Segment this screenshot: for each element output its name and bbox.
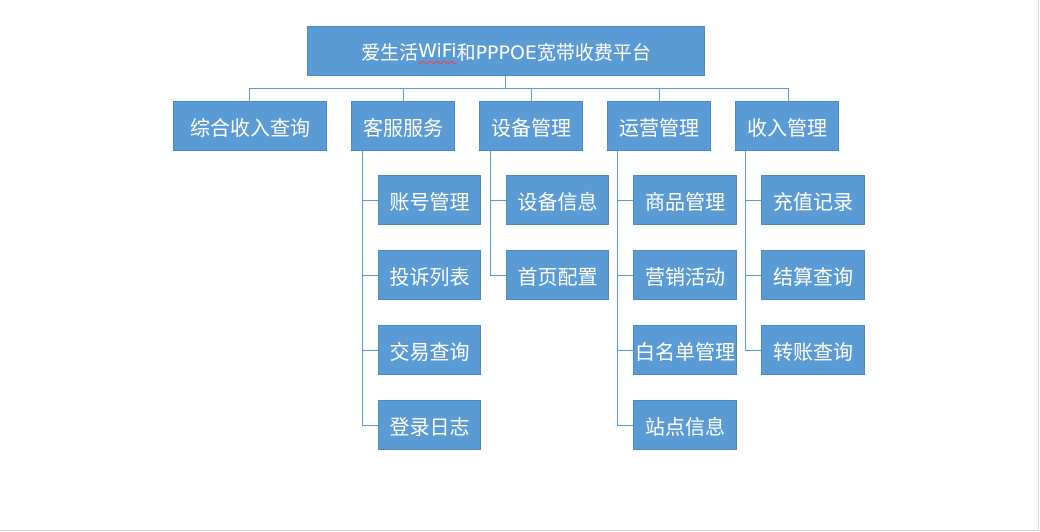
device-management-item-2-label: 首页配置 xyxy=(517,264,598,289)
operations-management-branch-2 xyxy=(617,275,633,276)
category-customer-service-label: 客服服务 xyxy=(363,115,443,140)
category-income-management-label: 收入管理 xyxy=(747,115,827,140)
income-management-item-3-label: 转账查询 xyxy=(773,339,853,364)
customer-service-child-spine xyxy=(362,151,363,425)
category-income-management: 收入管理 xyxy=(735,101,839,151)
operations-management-item-3: 白名单管理 xyxy=(633,325,737,375)
device-management-branch-1 xyxy=(490,200,506,201)
category-customer-service: 客服服务 xyxy=(351,101,455,151)
drop-line-customer-service xyxy=(403,88,404,101)
income-management-item-3: 转账查询 xyxy=(761,325,865,375)
customer-service-item-3-label: 交易查询 xyxy=(389,339,470,364)
income-management-branch-1 xyxy=(745,200,761,201)
platform-title-prefix: 爱生活 xyxy=(361,41,419,64)
drop-line-overview xyxy=(249,88,250,101)
device-management-item-1: 设备信息 xyxy=(506,175,609,225)
operations-management-child-spine xyxy=(617,151,618,425)
device-management-branch-2 xyxy=(490,275,506,276)
operations-management-branch-4 xyxy=(617,425,633,426)
customer-service-item-1-label: 账号管理 xyxy=(389,189,470,214)
income-management-child-spine xyxy=(745,151,746,350)
operations-management-branch-3 xyxy=(617,350,633,351)
drop-line-operations-management xyxy=(659,88,660,101)
operations-management-item-2: 营销活动 xyxy=(633,250,737,300)
title-stem-line xyxy=(505,76,506,89)
operations-management-item-4-label: 站点信息 xyxy=(645,414,725,439)
device-management-item-2: 首页配置 xyxy=(506,250,609,300)
customer-service-branch-3 xyxy=(362,350,378,351)
operations-management-item-2-label: 营销活动 xyxy=(645,264,725,289)
operations-management-item-1-label: 商品管理 xyxy=(645,189,725,214)
category-device-management: 设备管理 xyxy=(479,101,583,151)
platform-title-suffix: 和PPPOE宽带收费平台 xyxy=(456,41,651,64)
customer-service-branch-2 xyxy=(362,275,378,276)
operations-management-item-3-label: 白名单管理 xyxy=(635,339,735,364)
category-operations-management-label: 运营管理 xyxy=(619,115,699,140)
category-overview: 综合收入查询 xyxy=(173,101,327,151)
customer-service-branch-4 xyxy=(362,425,378,426)
customer-service-item-1: 账号管理 xyxy=(378,175,481,225)
customer-service-item-3: 交易查询 xyxy=(378,325,481,375)
category-overview-label: 综合收入查询 xyxy=(190,115,310,140)
customer-service-item-2-label: 投诉列表 xyxy=(389,264,470,289)
operations-management-branch-1 xyxy=(617,200,633,201)
income-management-item-2-label: 结算查询 xyxy=(773,264,853,289)
category-device-management-label: 设备管理 xyxy=(491,115,571,140)
customer-service-item-4: 登录日志 xyxy=(378,400,481,450)
category-bus-line xyxy=(249,88,789,89)
income-management-item-1: 充值记录 xyxy=(761,175,865,225)
income-management-branch-2 xyxy=(745,275,761,276)
income-management-branch-3 xyxy=(745,350,761,351)
customer-service-branch-1 xyxy=(362,200,378,201)
category-operations-management: 运营管理 xyxy=(607,101,711,151)
drop-line-income-management xyxy=(788,88,789,101)
income-management-item-2: 结算查询 xyxy=(761,250,865,300)
device-management-item-1-label: 设备信息 xyxy=(517,189,598,214)
device-management-child-spine xyxy=(490,151,491,275)
platform-title-wifi: WiFi xyxy=(418,40,457,62)
operations-management-item-1: 商品管理 xyxy=(633,175,737,225)
income-management-item-1-label: 充值记录 xyxy=(773,189,853,214)
operations-management-item-4: 站点信息 xyxy=(633,400,737,450)
customer-service-item-4-label: 登录日志 xyxy=(389,414,470,439)
customer-service-item-2: 投诉列表 xyxy=(378,250,481,300)
drop-line-device-management xyxy=(531,88,532,101)
